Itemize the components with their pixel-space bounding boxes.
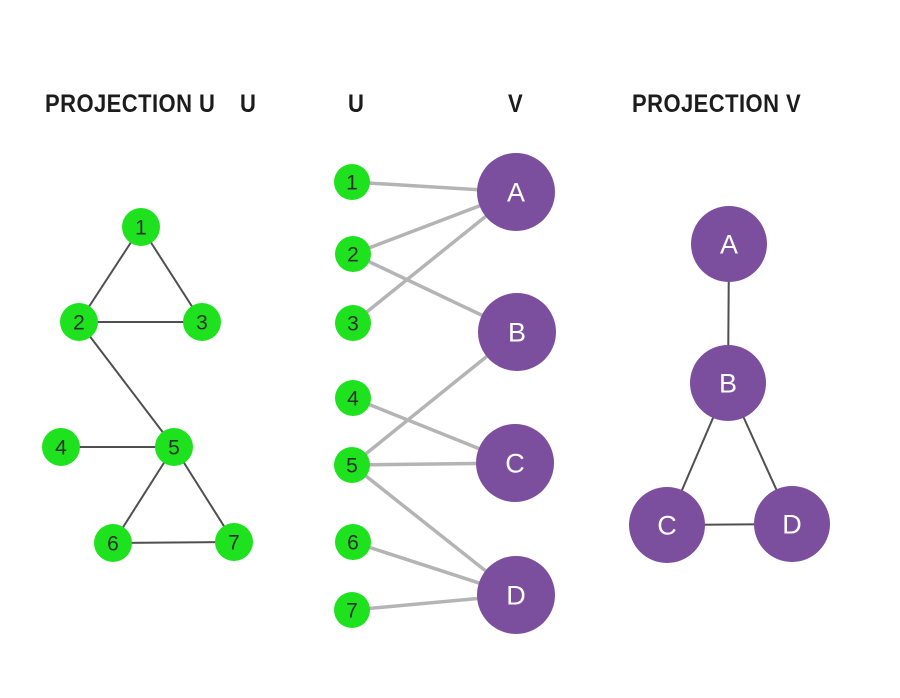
bipartite-node-3	[335, 305, 371, 341]
bipartite-node-6	[335, 524, 371, 560]
bipartite-node-4	[335, 380, 371, 416]
projection-v-node-label-A: A	[720, 229, 738, 259]
projection-u-node-6	[94, 524, 132, 562]
projection-u-node-1	[122, 208, 160, 246]
bipartite-node-label-3: 3	[347, 312, 359, 335]
projection-u-node-4	[42, 428, 80, 466]
bipartite-node-label-1: 1	[346, 171, 358, 194]
projection-u-node-label-2: 2	[73, 311, 85, 334]
bipartite-node-D	[477, 556, 555, 634]
bipartite-node-2	[335, 236, 371, 272]
projection-u-node-label-7: 7	[228, 531, 240, 554]
projection-v-node-C	[629, 487, 705, 563]
projection-u-node-3	[183, 303, 221, 341]
projection-u-node-label-1: 1	[135, 216, 147, 239]
bipartite-node-label-A: A	[507, 177, 525, 207]
projection-u-node-label-5: 5	[168, 436, 180, 459]
bipartite-node-label-D: D	[506, 580, 526, 610]
bipartite-node-label-7: 7	[346, 599, 358, 622]
bipartite-v-column-label: V	[508, 90, 524, 118]
projection-u-edge-6-7	[112, 541, 235, 544]
bipartite-node-5	[334, 447, 370, 483]
projection-u-node-2	[60, 303, 98, 341]
bipartite-node-label-C: C	[505, 448, 525, 478]
projection-u-node-label-3: 3	[196, 311, 208, 334]
bipartite-node-label-6: 6	[347, 531, 359, 554]
bipartite-node-label-B: B	[508, 317, 526, 347]
bipartite-node-C	[476, 424, 554, 502]
projection-v-node-label-B: B	[719, 368, 737, 398]
bipartite-node-A	[477, 153, 555, 231]
projection-u-node-label-4: 4	[55, 436, 67, 459]
bipartite-node-label-2: 2	[347, 243, 359, 266]
projection-v-title: PROJECTION V	[632, 90, 802, 118]
bipartite-node-7	[334, 592, 370, 628]
projection-v-node-B	[690, 345, 766, 421]
projection-u-title: PROJECTION U	[45, 90, 216, 118]
bipartite-node-1	[334, 164, 370, 200]
projection-v-node-label-C: C	[657, 510, 677, 540]
bipartite-node-label-4: 4	[347, 387, 359, 410]
projection-u-edge-2-5	[78, 321, 175, 448]
projection-v-node-A	[691, 206, 767, 282]
projection-u-node-5	[155, 428, 193, 466]
u-panel-label: U	[240, 90, 257, 118]
projection-v-node-label-D: D	[782, 509, 802, 539]
projection-u-node-7	[215, 523, 253, 561]
projection-v-graph: A B C D	[629, 206, 830, 563]
bipartite-node-label-5: 5	[346, 454, 358, 477]
projection-u-node-label-6: 6	[107, 532, 119, 555]
bipartite-node-B	[478, 293, 556, 371]
projection-v-node-D	[754, 486, 830, 562]
projection-u-graph: 1 2 3 4 5 6 7	[42, 208, 253, 562]
bipartite-u-column-label: U	[348, 90, 365, 118]
bipartite-graph: 1 2 3 4 5 6 7 A B C D	[334, 153, 556, 634]
